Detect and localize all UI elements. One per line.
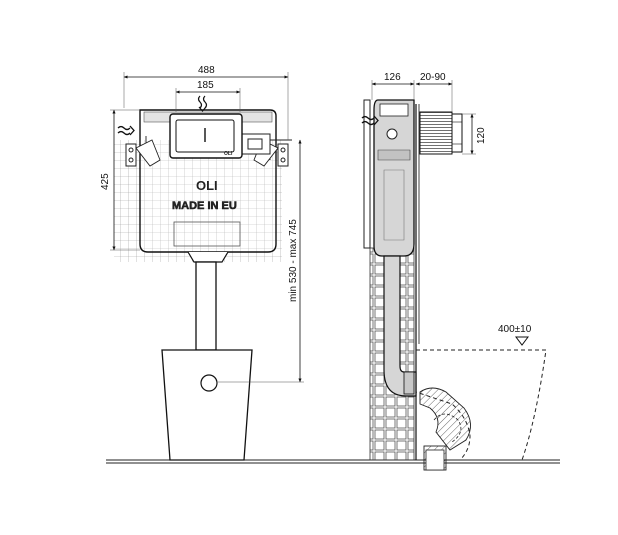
side-dimensions: 126 20-90 120 400±10: [371, 72, 532, 346]
side-toilet-bowl: [415, 349, 547, 461]
dim-width-total: 488: [198, 65, 215, 76]
flush-plate-side: [419, 111, 463, 155]
left-bracket: [125, 139, 161, 167]
dim-depth-cistern: 126: [384, 72, 401, 83]
dim-height-cistern: 425: [100, 173, 111, 190]
made-in-label: MADE IN EU: [172, 200, 237, 212]
dim-width-button: 185: [197, 80, 214, 91]
level-marker-icon: [515, 336, 529, 346]
dim-height-range: min 530 - max 745: [288, 219, 299, 302]
front-toilet-bowl: [161, 349, 253, 461]
front-dimensions: 488 185 425 min 530 - max 745: [100, 65, 304, 383]
brand-label: OLI: [196, 178, 218, 193]
side-view: [363, 99, 547, 471]
water-inlet-icon-side: [361, 115, 379, 126]
front-view: OLI OLI MADE IN EU: [114, 109, 292, 461]
water-inlet-icon: [117, 125, 135, 136]
drain-pipe: [187, 251, 229, 351]
dim-wall-range: 20-90: [420, 72, 446, 83]
cistern-side-profile: [373, 99, 415, 257]
drain-pipe-section: [419, 387, 471, 471]
button-plate: OLI: [169, 113, 243, 159]
flush-pipe-side: [383, 255, 417, 397]
dim-bowl-height: 400±10: [498, 324, 532, 335]
dim-plate-height: 120: [476, 127, 487, 144]
water-flow-icon: [197, 95, 208, 112]
plate-brand-label: OLI: [224, 151, 233, 157]
